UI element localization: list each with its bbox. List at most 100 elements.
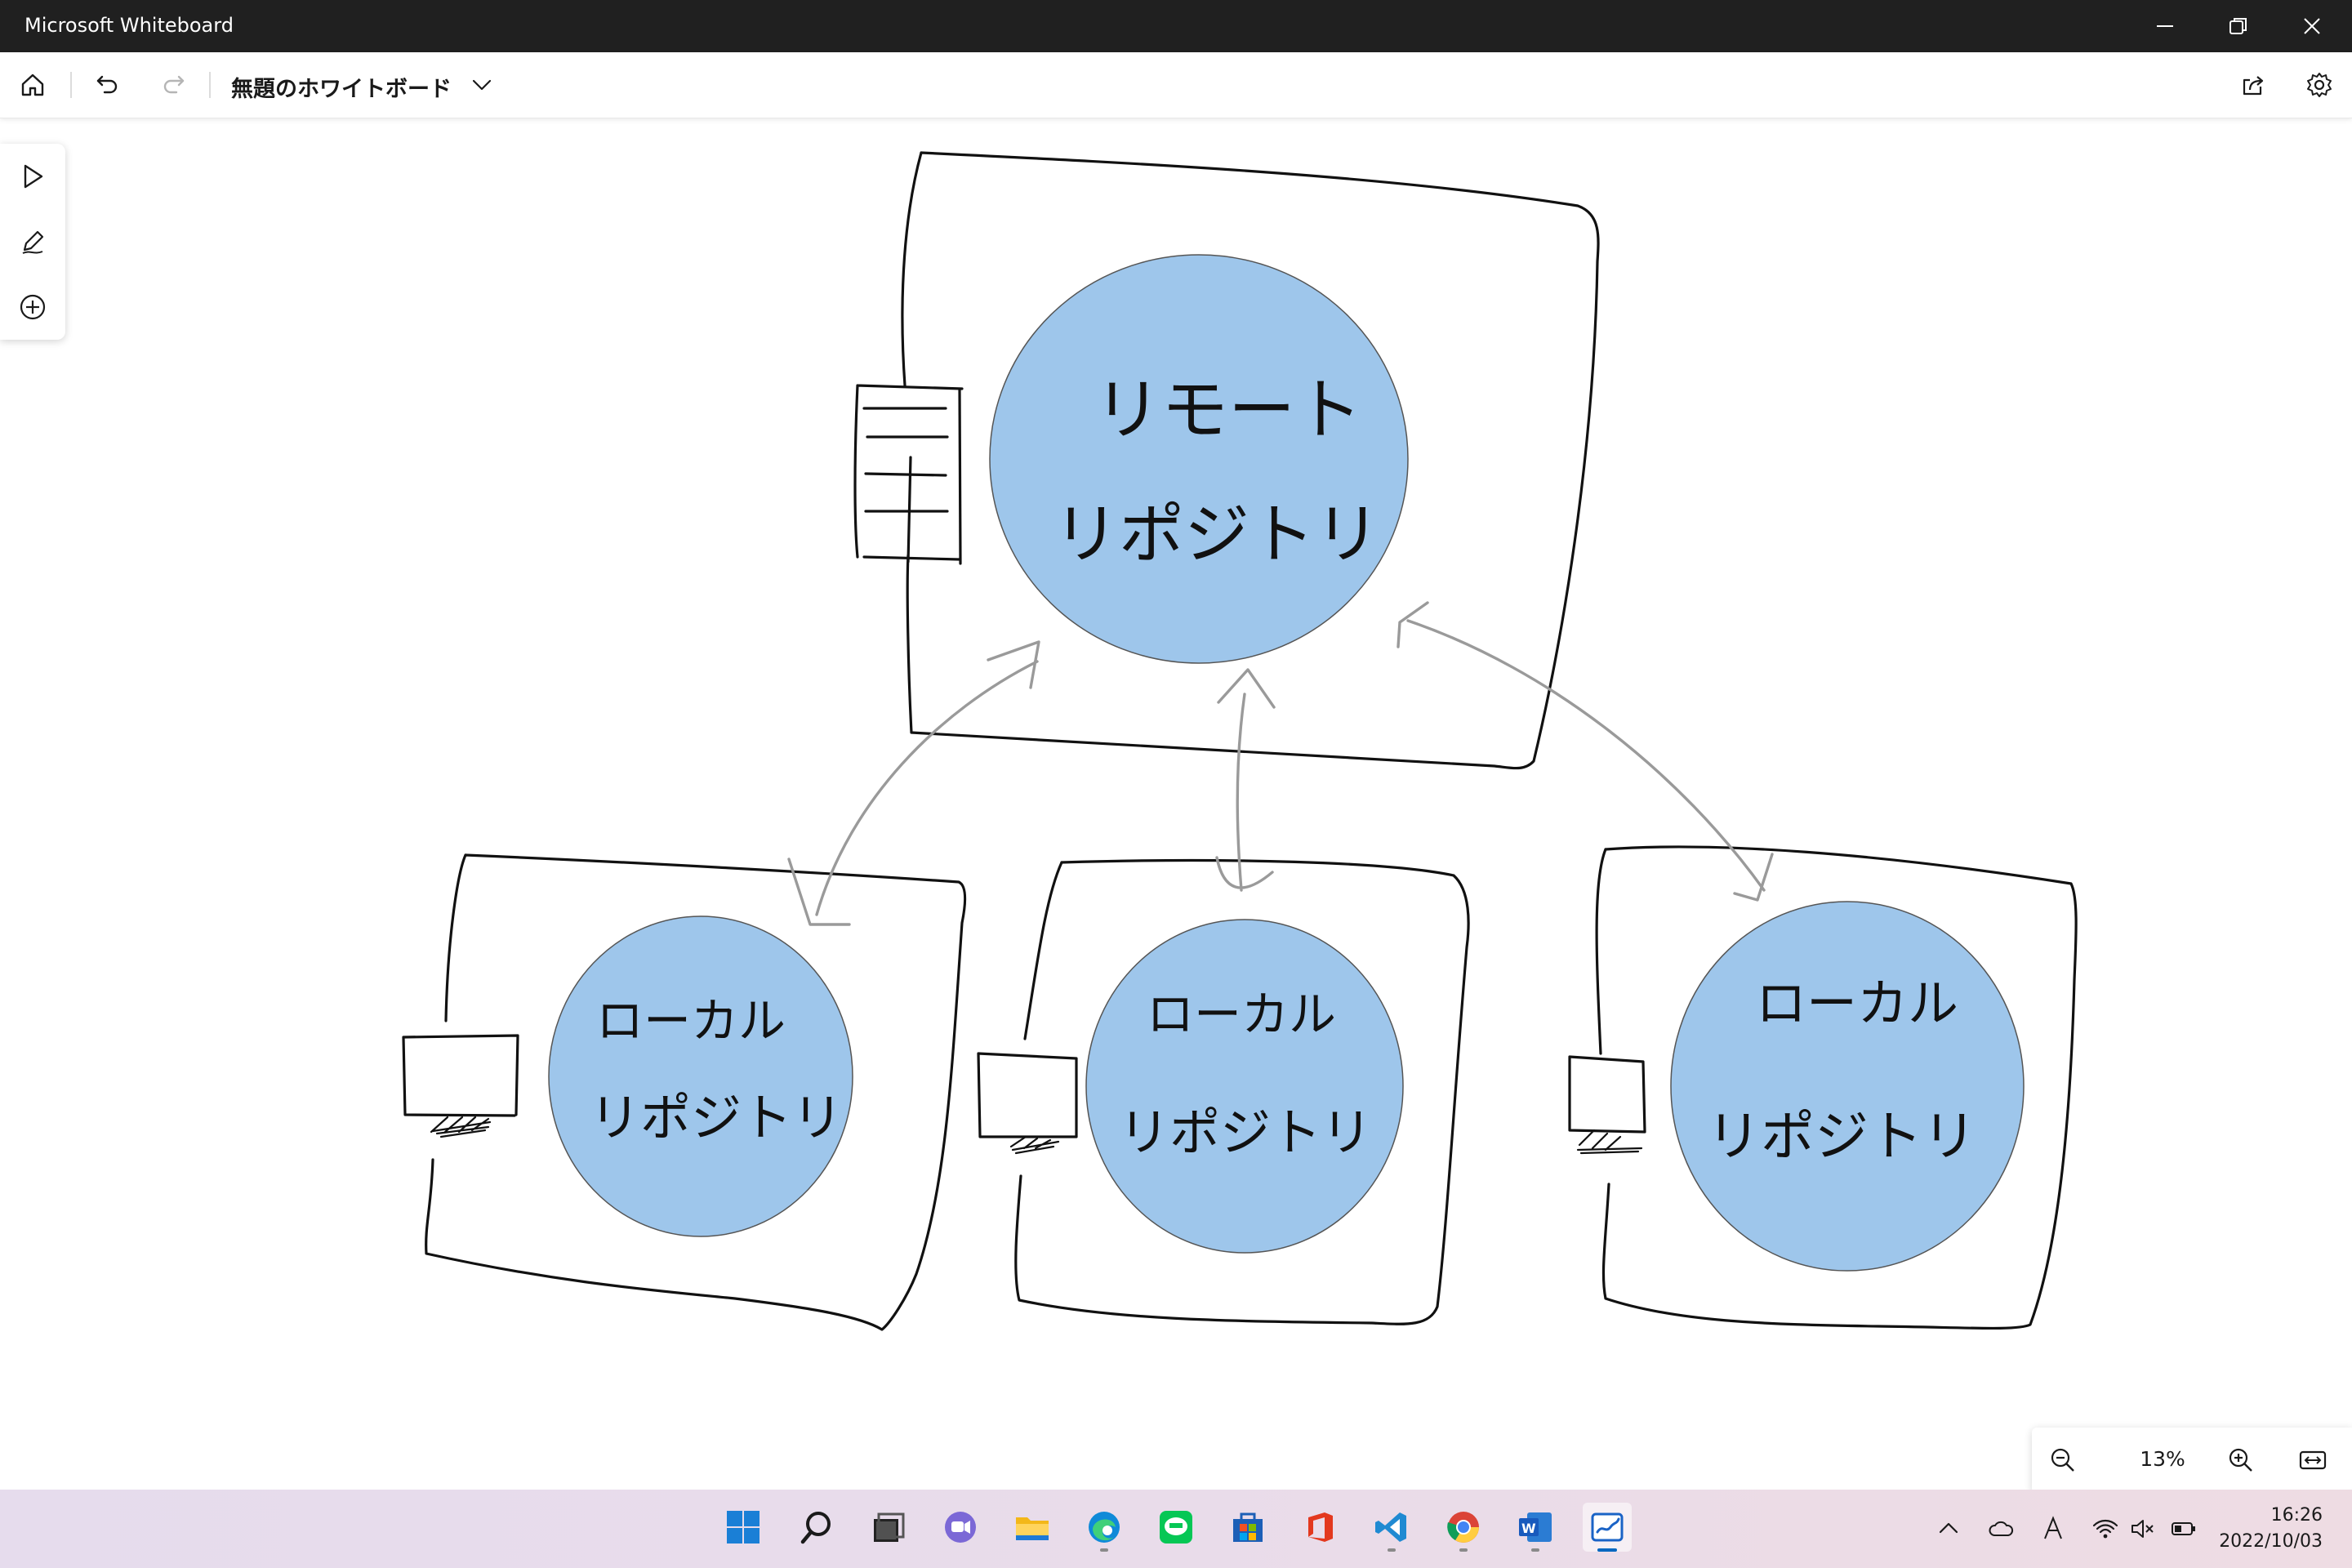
local-repo-2-circle bbox=[1085, 919, 1404, 1254]
undo-button[interactable] bbox=[90, 67, 126, 103]
settings-button[interactable] bbox=[2301, 67, 2337, 103]
app-toolbar: 無題のホワイトボード bbox=[0, 52, 2352, 118]
edge-button[interactable] bbox=[1080, 1503, 1129, 1552]
running-indicator bbox=[1388, 1548, 1396, 1552]
file-explorer-button[interactable] bbox=[1008, 1503, 1057, 1552]
word-icon: W bbox=[1519, 1512, 1552, 1542]
whiteboard-icon bbox=[1591, 1512, 1624, 1542]
start-icon bbox=[727, 1511, 760, 1544]
board-title-dropdown[interactable] bbox=[464, 67, 500, 103]
local-box-3-server-hatch bbox=[1576, 1129, 1643, 1155]
start-button[interactable] bbox=[719, 1503, 768, 1552]
edge-icon bbox=[1089, 1512, 1120, 1543]
word-button[interactable]: W bbox=[1511, 1503, 1560, 1552]
line-icon bbox=[1160, 1511, 1192, 1544]
ime-mode-icon bbox=[2044, 1516, 2062, 1539]
local-1-label-line1: ローカル bbox=[596, 993, 786, 1049]
taskbar: W 16:26 2022/10/03 bbox=[0, 1490, 2352, 1568]
ime-button[interactable] bbox=[2037, 1512, 2069, 1545]
board-title[interactable]: 無題のホワイトボード bbox=[231, 77, 452, 102]
vscode-button[interactable] bbox=[1367, 1503, 1416, 1552]
local-box-1-outline bbox=[425, 853, 967, 1331]
remote-box-outline bbox=[901, 151, 1600, 770]
local-box-2-server-hatch bbox=[1009, 1135, 1060, 1155]
vscode-icon bbox=[1375, 1512, 1406, 1542]
running-indicator bbox=[1531, 1548, 1539, 1552]
local-box-1-server bbox=[402, 1034, 519, 1117]
running-indicator bbox=[1459, 1548, 1468, 1552]
share-icon bbox=[2243, 76, 2264, 96]
line-button[interactable] bbox=[1152, 1503, 1200, 1552]
tool-palette bbox=[0, 144, 65, 340]
clock[interactable]: 16:26 2022/10/03 bbox=[2200, 1503, 2323, 1555]
teams-chat-button[interactable] bbox=[936, 1503, 985, 1552]
share-button[interactable] bbox=[2236, 67, 2272, 103]
active-indicator bbox=[1597, 1548, 1617, 1552]
arrow-local-3-to-remote bbox=[1396, 601, 1774, 902]
teams-chat-icon bbox=[945, 1512, 976, 1543]
toolbar-separator bbox=[70, 72, 72, 98]
restore-button[interactable] bbox=[2205, 0, 2272, 52]
minimize-icon bbox=[2157, 25, 2173, 27]
store-button[interactable] bbox=[1223, 1503, 1272, 1552]
show-hidden-icons-button[interactable] bbox=[1932, 1512, 1965, 1545]
undo-icon bbox=[96, 75, 118, 94]
task-view-icon bbox=[874, 1512, 905, 1542]
volume-muted-icon bbox=[2132, 1520, 2154, 1538]
office-icon bbox=[1308, 1512, 1333, 1542]
plus-circle-icon bbox=[20, 294, 46, 320]
pointer-icon bbox=[24, 164, 43, 189]
running-indicator bbox=[1100, 1548, 1108, 1552]
minimize-button[interactable] bbox=[2132, 0, 2198, 52]
select-tool-button[interactable] bbox=[15, 158, 51, 194]
local-box-3-server bbox=[1568, 1055, 1646, 1134]
zoom-out-icon bbox=[2051, 1448, 2074, 1472]
local-box-3-outline bbox=[1595, 845, 2078, 1330]
zoom-in-icon bbox=[2229, 1448, 2252, 1472]
home-icon bbox=[21, 74, 44, 96]
battery-button[interactable] bbox=[2167, 1512, 2200, 1545]
local-2-label-line1: ローカル bbox=[1147, 987, 1336, 1042]
chrome-button[interactable] bbox=[1439, 1503, 1488, 1552]
local-1-label-line2: リポジトリ bbox=[590, 1088, 843, 1147]
add-content-button[interactable] bbox=[15, 289, 51, 325]
chevron-up-icon bbox=[1939, 1522, 1958, 1534]
arrow-local-1-to-remote bbox=[787, 640, 1040, 926]
local-3-label-line2: リポジトリ bbox=[1707, 1105, 1976, 1168]
clock-time: 16:26 bbox=[2270, 1505, 2323, 1526]
office-button[interactable] bbox=[1295, 1503, 1344, 1552]
restore-icon bbox=[2230, 18, 2247, 34]
local-2-label-line2: リポジトリ bbox=[1119, 1102, 1372, 1162]
remote-server-shape bbox=[853, 384, 964, 565]
pen-tool-button[interactable] bbox=[15, 224, 51, 260]
remote-label-line2: リポジトリ bbox=[1054, 497, 1380, 572]
zoom-in-button[interactable] bbox=[2223, 1442, 2259, 1478]
zoom-controls: 13% bbox=[2032, 1428, 2352, 1493]
app-title: Microsoft Whiteboard bbox=[24, 14, 234, 37]
folder-icon bbox=[1016, 1517, 1049, 1540]
pen-icon bbox=[22, 230, 44, 254]
local-repo-3-circle bbox=[1670, 901, 2025, 1272]
arrow-local-2-to-remote bbox=[1215, 668, 1276, 892]
zoom-out-button[interactable] bbox=[2045, 1442, 2081, 1478]
task-view-button[interactable] bbox=[864, 1503, 913, 1552]
search-icon bbox=[800, 1512, 831, 1544]
remote-label-line1: リモート bbox=[1094, 372, 1362, 449]
wifi-button[interactable] bbox=[2089, 1512, 2122, 1545]
search-button[interactable] bbox=[792, 1503, 841, 1552]
volume-button[interactable] bbox=[2127, 1512, 2159, 1545]
local-box-2-outline bbox=[1014, 858, 1470, 1325]
local-3-label-line1: ローカル bbox=[1756, 973, 1958, 1033]
onedrive-button[interactable] bbox=[1984, 1512, 2017, 1545]
fit-to-screen-button[interactable] bbox=[2295, 1442, 2331, 1478]
clock-date: 2022/10/03 bbox=[2219, 1531, 2323, 1552]
battery-icon bbox=[2172, 1522, 2195, 1535]
cloud-icon bbox=[1989, 1521, 2014, 1536]
close-button[interactable] bbox=[2278, 0, 2345, 52]
close-icon bbox=[2304, 18, 2320, 34]
redo-button[interactable] bbox=[155, 67, 191, 103]
home-button[interactable] bbox=[15, 67, 51, 103]
chrome-icon bbox=[1447, 1512, 1479, 1543]
whiteboard-button[interactable] bbox=[1583, 1503, 1632, 1552]
